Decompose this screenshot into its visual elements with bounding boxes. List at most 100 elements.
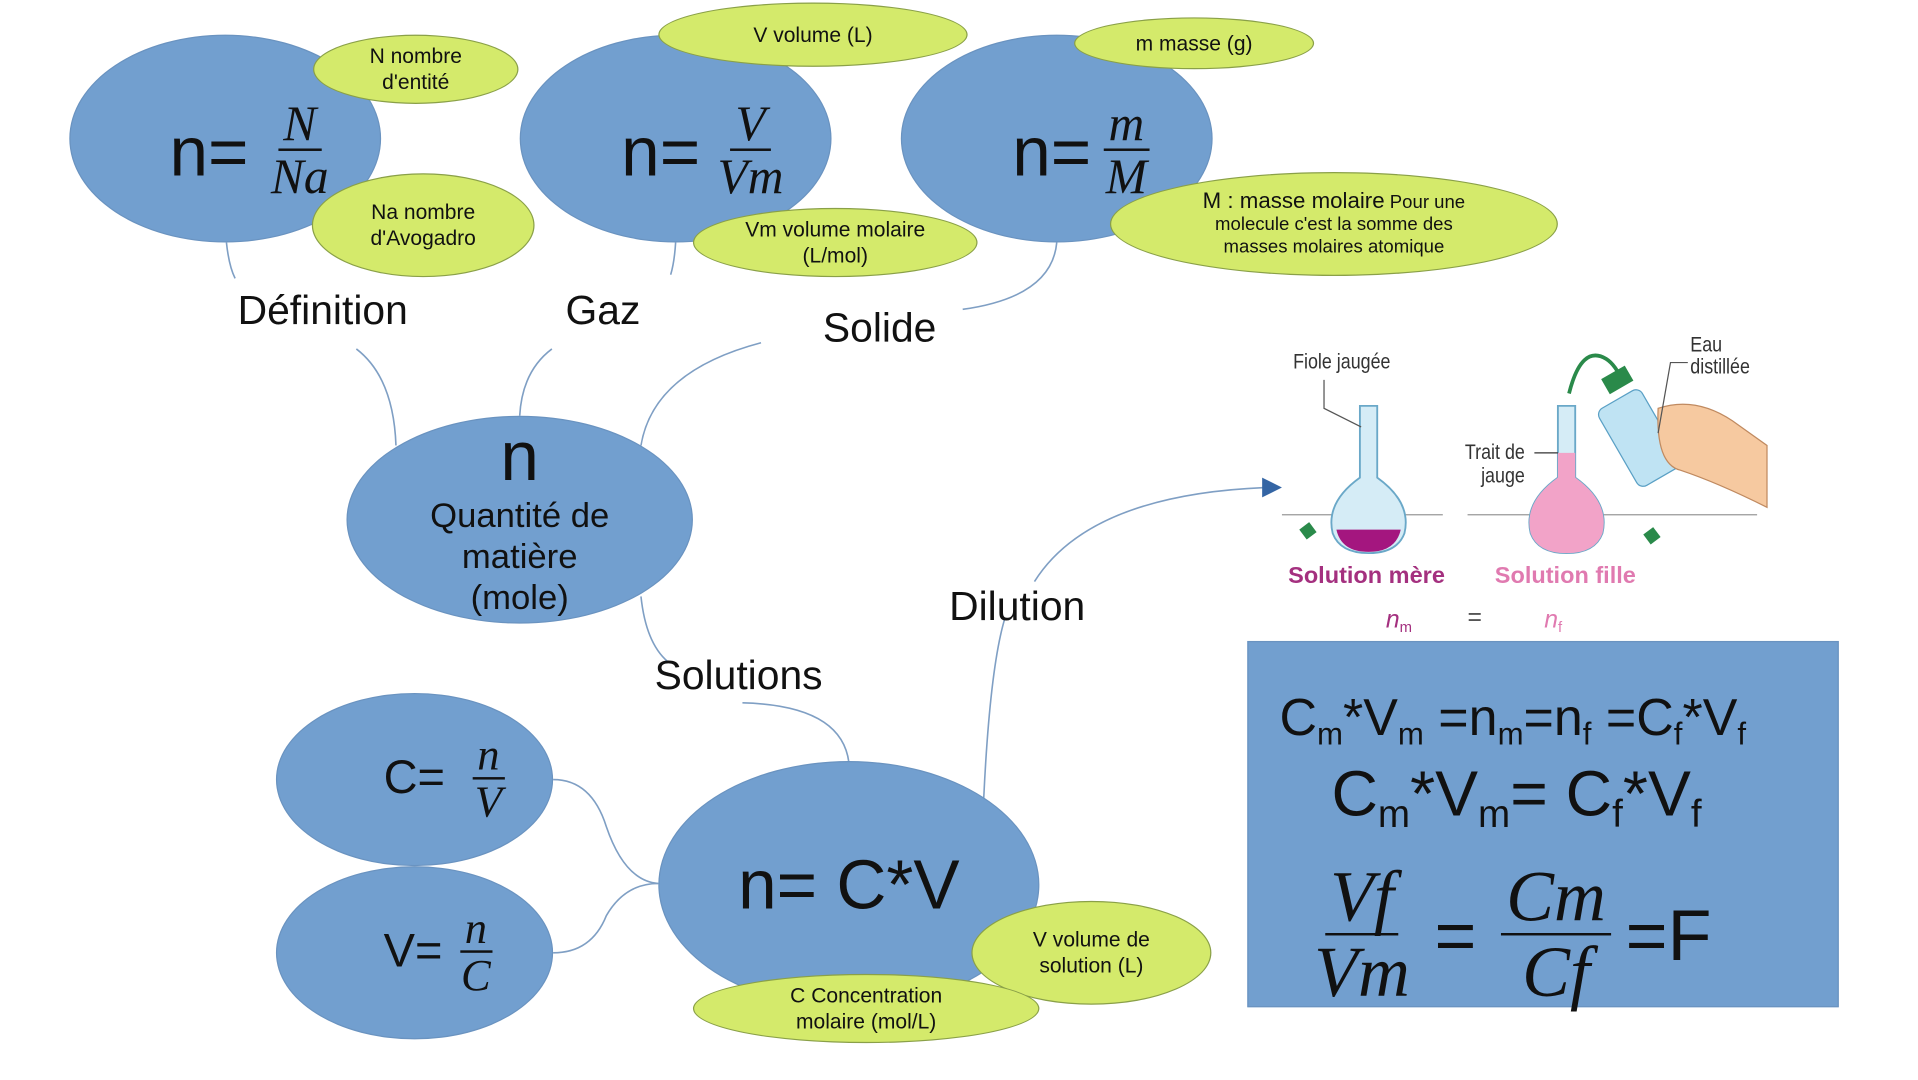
formula-part: f (1612, 792, 1623, 836)
pointer-line (1657, 361, 1688, 434)
connector-solide (640, 341, 762, 446)
equals-sign: = (1434, 895, 1477, 977)
numerator: m (1103, 98, 1150, 151)
note-text: m masse (g) (1135, 31, 1253, 56)
formula-part: f (1582, 717, 1592, 752)
note-n-nombre: N nombre d'entité (313, 34, 519, 104)
label-solutions: Solutions (654, 652, 823, 698)
nm-symbol: n (1385, 606, 1400, 634)
ratio-f: =F (1625, 895, 1712, 977)
note-volume: V volume (L) (658, 2, 968, 67)
center-symbol: n (500, 417, 539, 495)
note-title: M : masse molaire (1202, 188, 1385, 213)
dilution-formula-box (1247, 640, 1839, 1008)
formula-line-2: Cm*Vm= Cf*Vf (1331, 757, 1701, 837)
formula-part: C (1331, 758, 1378, 831)
formula-part: C (1636, 687, 1674, 747)
nf-label: nf (1544, 606, 1562, 635)
note-avogadro: Na nombre d'Avogadro (311, 173, 535, 278)
denominator: Vm (1314, 931, 1410, 1013)
hand-icon (1657, 403, 1768, 509)
formula-part: = (1605, 687, 1637, 747)
note-text: V volume de solution (L) (1032, 928, 1150, 978)
formula-part: n (1468, 687, 1498, 747)
formula-part: * (1682, 687, 1703, 747)
center-line: matière (461, 537, 578, 576)
formula-prefix: n= (1012, 111, 1092, 190)
denominator: C (460, 950, 491, 1000)
formula-part: m (1397, 717, 1424, 752)
note-text: N nombre d'entité (369, 44, 462, 95)
denominator: Vm (717, 148, 784, 205)
formula-part: m (1317, 717, 1343, 752)
numerator: V (730, 98, 771, 151)
gaz-ellipse (519, 34, 832, 243)
formula-part: * (1410, 758, 1436, 831)
connector-gaz-top (669, 242, 677, 275)
numerator: n (459, 906, 492, 953)
connector-c (553, 778, 659, 885)
formula-prefix: n= (621, 111, 701, 190)
label-fiole: Fiole jaugée (1293, 350, 1391, 374)
center-line: (mole) (470, 577, 569, 617)
label-eau: Eau distillée (1690, 332, 1750, 379)
connector-solide-top (962, 242, 1058, 311)
pointer-line (1323, 379, 1362, 428)
nm-sub: m (1399, 618, 1413, 636)
note-text: C Concentration molaire (mol/L) (790, 983, 943, 1034)
note-text: V volume (L) (753, 22, 873, 47)
stopper-icon (1299, 522, 1317, 540)
connector-definition-top (225, 242, 236, 279)
formula-part: = (1523, 687, 1554, 747)
formula-part: n (1553, 687, 1583, 747)
formula-part: = (1438, 687, 1469, 747)
note-volume-molaire: Vm volume molaire (L/mol) (692, 207, 978, 278)
formula-part: V (1363, 687, 1398, 747)
numerator: Cm (1501, 861, 1611, 936)
center-line: Quantité de (430, 496, 610, 535)
connector-definition (355, 348, 397, 446)
label-gaz: Gaz (565, 287, 641, 333)
formula-part: f (1690, 792, 1702, 836)
formula-part: m (1478, 792, 1511, 836)
formula-part: V (1647, 758, 1691, 831)
note-masse-molaire: M : masse molaire Pour une molecule c'es… (1109, 171, 1558, 276)
formula-part: m (1377, 792, 1411, 836)
connector-solutions (742, 702, 850, 763)
formula-part: m (1497, 717, 1524, 752)
formula-part: * (1622, 758, 1648, 831)
note-text: Vm volume molaire (L/mol) (745, 217, 926, 268)
c-ellipse (275, 692, 554, 867)
label-dilution: Dilution (949, 582, 1086, 629)
equals-sign: = (1467, 603, 1483, 632)
connector-dilution-bottom (982, 618, 1006, 799)
formula-part: = (1510, 758, 1548, 831)
label-trait: Trait de jauge (1464, 440, 1525, 488)
denominator: Na (270, 148, 329, 205)
formula-part: C (1279, 687, 1318, 747)
note-concentration: C Concentration molaire (mol/L) (692, 973, 1040, 1044)
numerator: n (472, 733, 505, 780)
ncv-formula: n= C*V (738, 845, 960, 924)
numerator: Vf (1325, 861, 1399, 936)
connector-dilution-top (1033, 486, 1265, 583)
arrow-head-icon (1262, 477, 1282, 498)
formula-part: C (1565, 758, 1613, 831)
nf-sub: f (1558, 618, 1563, 636)
formula-part: V (1702, 687, 1738, 747)
denominator: M (1105, 148, 1148, 205)
numerator: N (278, 98, 322, 151)
note-masse: m masse (g) (1074, 17, 1315, 70)
note-text: Pour une molecule c'est la somme des mas… (1215, 191, 1466, 258)
formula-line-1: Cm*Vm =nm=nf =Cf*Vf (1279, 688, 1746, 753)
label-solution-mere: Solution mère (1288, 563, 1445, 590)
formula-prefix: n= (169, 111, 249, 190)
formula-part: f (1673, 717, 1683, 752)
denominator: Cf (1522, 931, 1590, 1013)
